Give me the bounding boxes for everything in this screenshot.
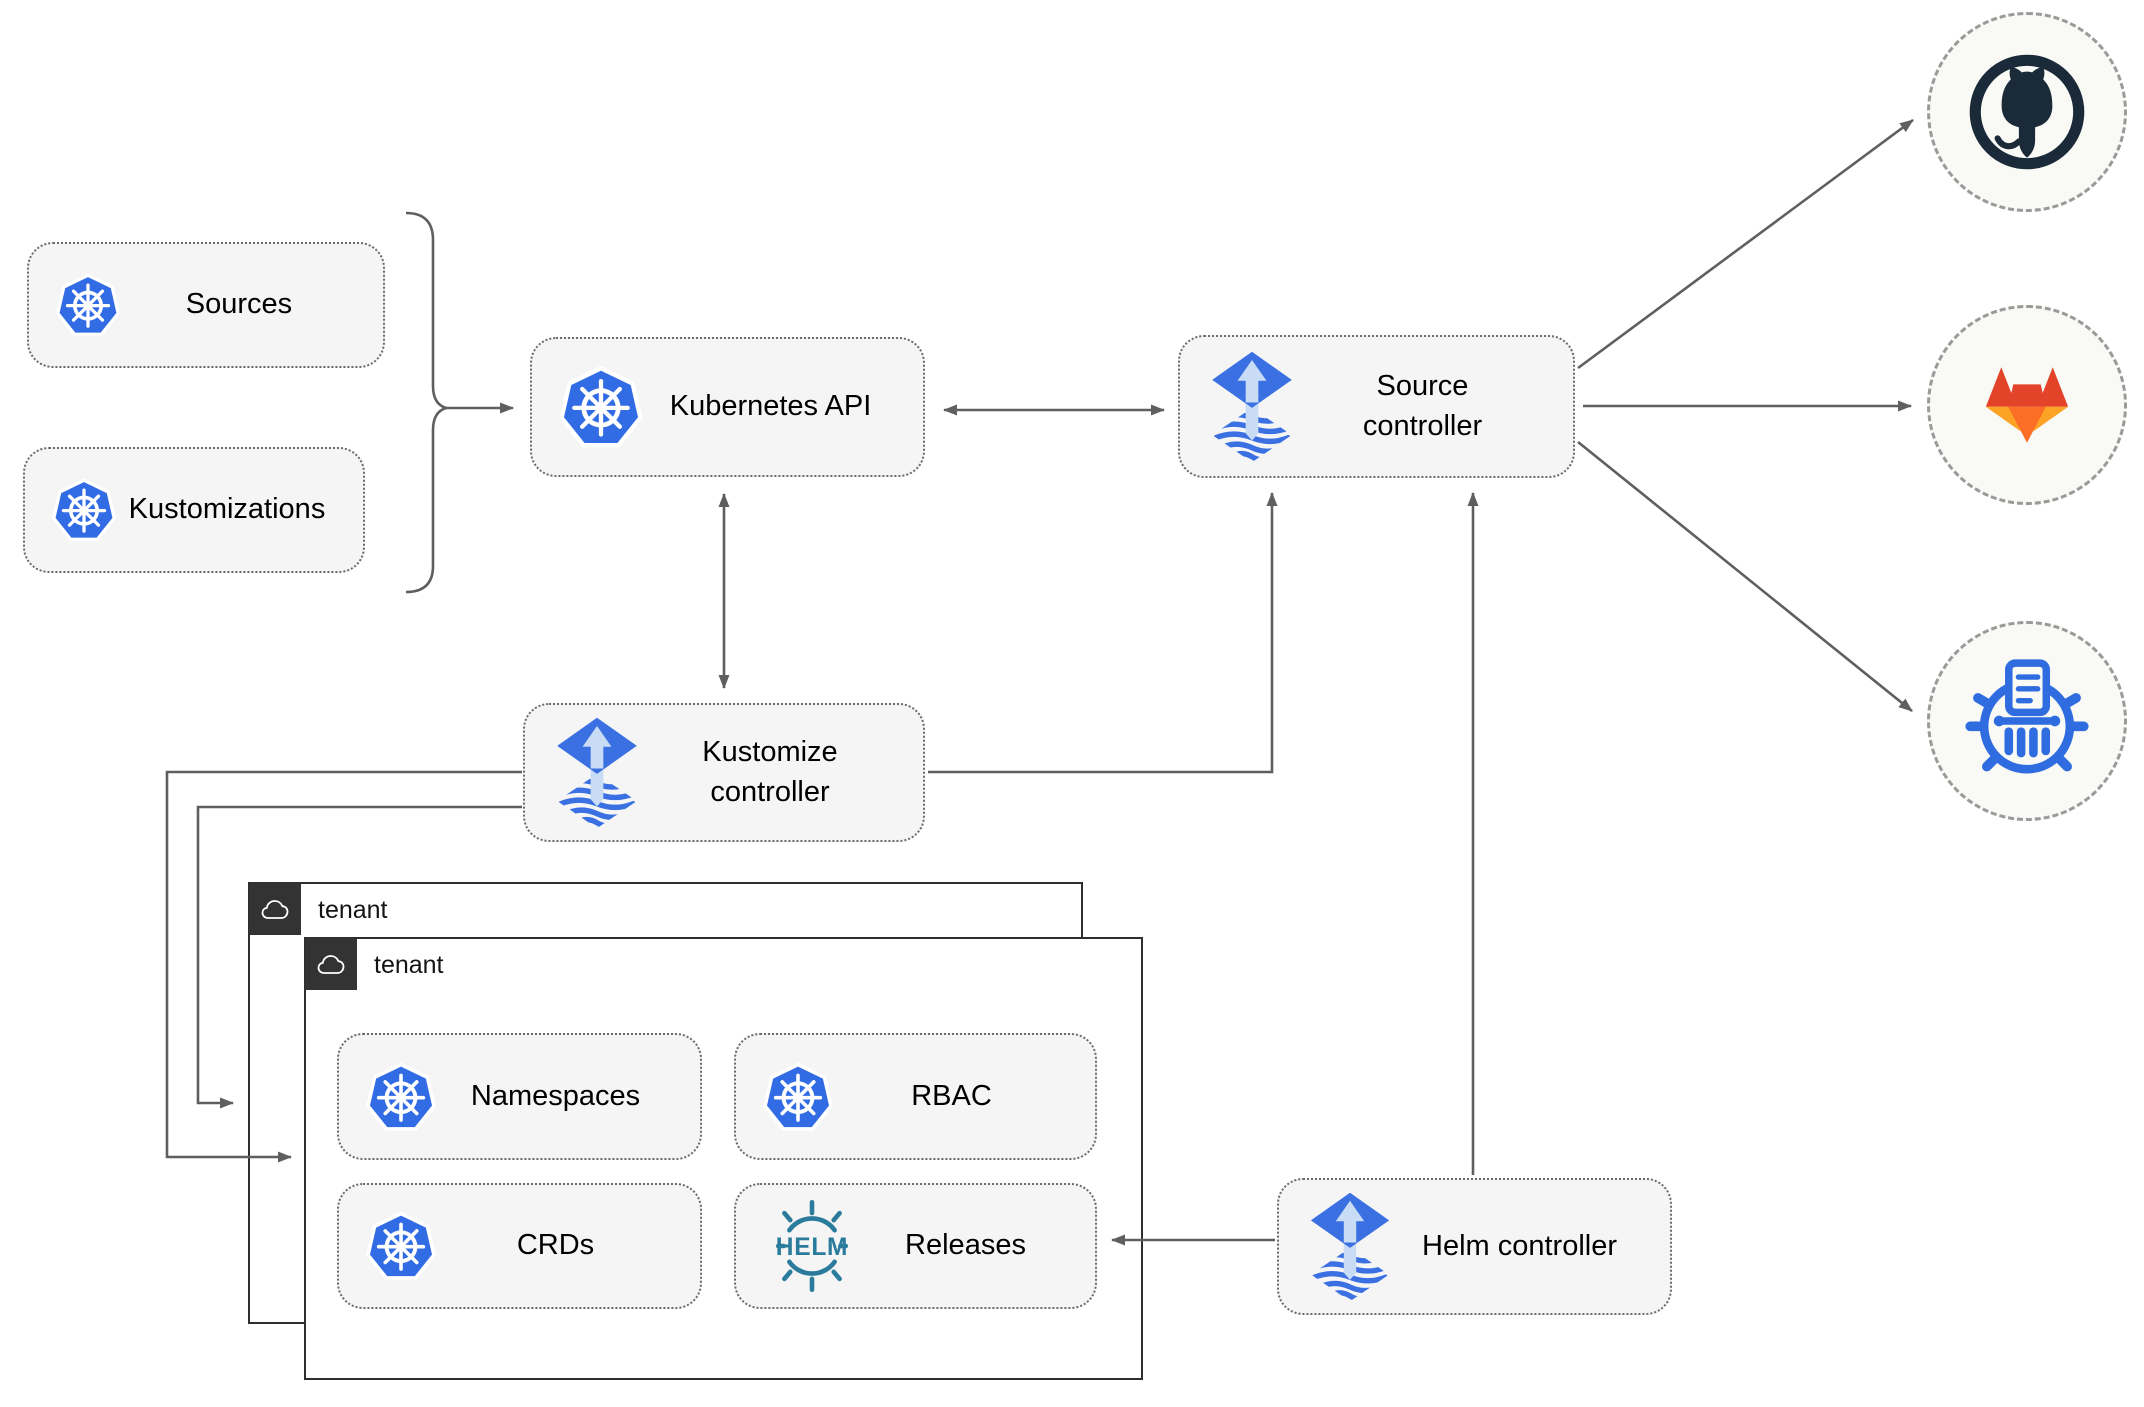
kubernetes-icon [558, 364, 644, 450]
helm-wordmark: HELM [776, 1234, 849, 1261]
node-rbac: RBAC [734, 1033, 1097, 1160]
node-kustomizations: Kustomizations [23, 447, 365, 573]
endpoint-github [1927, 12, 2127, 212]
node-crds: CRDs [337, 1183, 702, 1309]
node-releases-label: Releases [905, 1229, 1026, 1262]
kubernetes-icon [365, 1210, 437, 1282]
node-kustomize-controller: Kustomize controller [523, 703, 925, 842]
kubernetes-icon [55, 272, 121, 338]
chartmuseum-icon [1965, 659, 2089, 774]
flux-icon [1206, 350, 1298, 464]
node-kustomizations-label: Kustomizations [128, 493, 326, 526]
node-sources: Sources [27, 242, 385, 368]
github-icon [1969, 54, 2085, 170]
node-rbac-label: RBAC [911, 1079, 992, 1112]
node-kustomize-controller-label: Kustomize controller [702, 736, 838, 808]
node-source-controller-label: Source controller [1362, 370, 1483, 442]
gitlab-icon [1985, 367, 2069, 443]
node-crds-label: CRDs [516, 1229, 595, 1262]
node-kubernetes-api-label: Kubernetes API [669, 390, 872, 423]
node-namespaces-label: Namespaces [470, 1079, 641, 1112]
kubernetes-icon [51, 477, 117, 543]
endpoint-chartmuseum [1927, 621, 2127, 821]
kubernetes-icon [762, 1061, 834, 1133]
node-releases: HELM Releases [734, 1183, 1097, 1309]
endpoint-gitlab [1927, 305, 2127, 505]
node-source-controller: Source controller [1178, 335, 1575, 478]
node-sources-label: Sources [185, 288, 293, 321]
node-kubernetes-api: Kubernetes API [530, 337, 925, 477]
helm-icon: HELM [762, 1200, 862, 1292]
node-helm-controller-label: Helm controller [1422, 1229, 1617, 1262]
flux-icon [551, 716, 643, 830]
kubernetes-icon [365, 1061, 437, 1133]
flux-icon [1305, 1191, 1395, 1303]
node-namespaces: Namespaces [337, 1033, 702, 1160]
node-helm-controller: Helm controller [1277, 1178, 1672, 1315]
